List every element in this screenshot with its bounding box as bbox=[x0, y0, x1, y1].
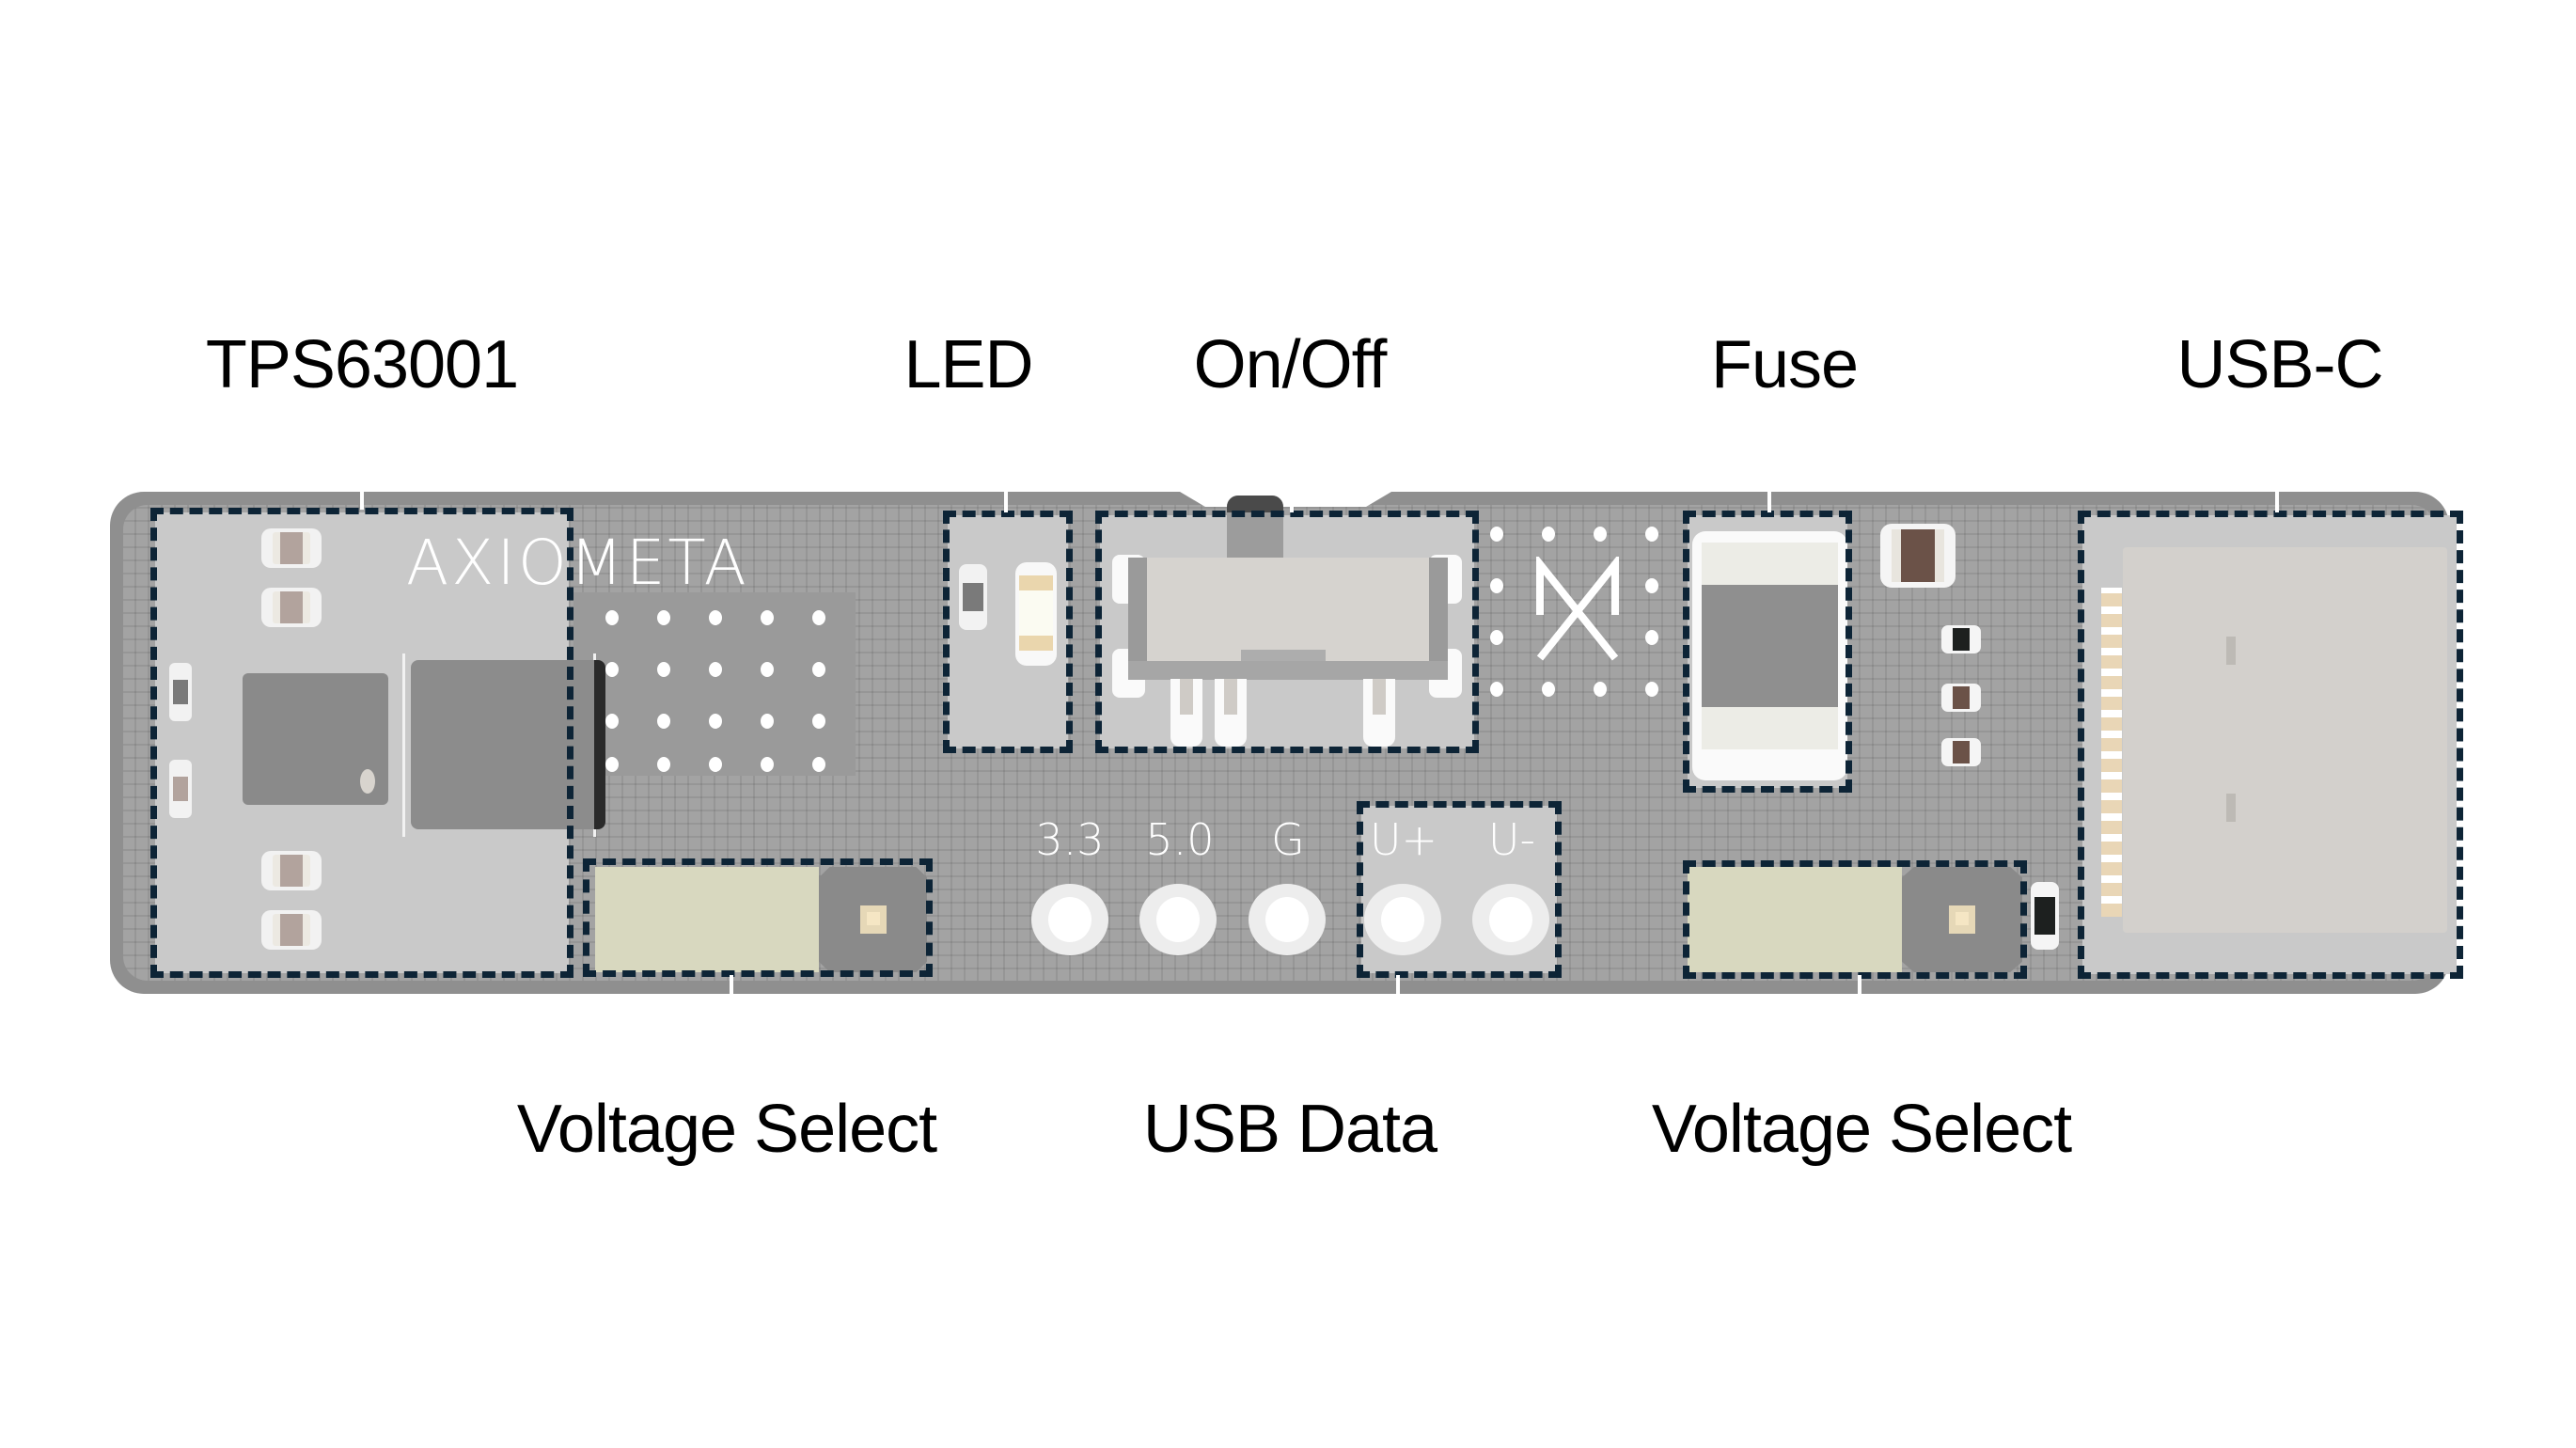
switch-leg-3 bbox=[1363, 679, 1395, 747]
label-on-off: On/Off bbox=[1193, 327, 1388, 402]
via bbox=[761, 757, 774, 772]
via bbox=[605, 610, 619, 625]
leader-on-off bbox=[1290, 489, 1294, 512]
slide-switch-body[interactable] bbox=[1128, 558, 1448, 680]
axiometa-logo: AXIOMETA bbox=[406, 527, 749, 599]
via bbox=[657, 757, 670, 772]
label-fuse: Fuse bbox=[1710, 327, 1859, 402]
switch-leg-1 bbox=[1170, 679, 1202, 747]
label-tps63001: TPS63001 bbox=[205, 327, 519, 402]
pin-pad-3v3[interactable] bbox=[1031, 884, 1108, 955]
callout-box-tps63001 bbox=[150, 508, 573, 978]
cc-resistor-3 bbox=[1941, 738, 1981, 766]
voltage-select-jumper-right[interactable] bbox=[1688, 867, 1902, 972]
callout-box-usb-c bbox=[2078, 511, 2463, 979]
pin-label-3v3: 3.3 bbox=[1035, 814, 1105, 865]
leader-voltage-select-right bbox=[1858, 975, 1861, 996]
via bbox=[761, 714, 774, 729]
via bbox=[1490, 630, 1503, 645]
callout-box-on-off bbox=[1095, 511, 1479, 753]
via bbox=[1645, 682, 1658, 697]
pin1-marker-icon bbox=[360, 769, 375, 794]
label-usb-data: USB Data bbox=[1142, 1092, 1437, 1167]
label-voltage-select-right: Voltage Select bbox=[1651, 1092, 2072, 1167]
via bbox=[812, 757, 825, 772]
callout-box-voltage-select-right bbox=[1683, 860, 2027, 979]
resistor-r2 bbox=[169, 760, 192, 818]
voltage-select-pad-right-icon bbox=[1949, 905, 1975, 934]
via bbox=[1490, 578, 1503, 593]
via bbox=[1594, 682, 1607, 697]
cc-resistor-2 bbox=[1941, 684, 1981, 712]
label-usb-c: USB-C bbox=[2176, 327, 2383, 402]
resistor-r1 bbox=[169, 663, 192, 721]
via bbox=[605, 757, 619, 772]
voltage-select-jumper-left[interactable] bbox=[595, 867, 819, 972]
callout-box-voltage-select-left bbox=[583, 858, 933, 977]
cc-resistor-1 bbox=[1941, 625, 1981, 653]
diode bbox=[2031, 882, 2059, 950]
led-resistor bbox=[959, 564, 987, 630]
via bbox=[709, 757, 722, 772]
via bbox=[605, 714, 619, 729]
voltage-select-pad-left-icon bbox=[860, 905, 887, 934]
capacitor-c4 bbox=[261, 910, 322, 950]
via bbox=[709, 714, 722, 729]
pin-pad-usb-plus[interactable] bbox=[1364, 884, 1441, 955]
via bbox=[1594, 527, 1607, 542]
via bbox=[812, 714, 825, 729]
via bbox=[761, 662, 774, 677]
leader-voltage-select-left bbox=[730, 975, 733, 996]
capacitor-c3 bbox=[261, 851, 322, 890]
pin-label-usb-minus: U- bbox=[1487, 814, 1536, 865]
pin-label-5v0: 5.0 bbox=[1145, 814, 1215, 865]
callout-box-usb-data bbox=[1357, 801, 1562, 978]
usb-c-pins bbox=[2101, 588, 2122, 917]
leader-led bbox=[1004, 489, 1008, 512]
via bbox=[1645, 630, 1658, 645]
via bbox=[812, 610, 825, 625]
label-led: LED bbox=[903, 327, 1033, 402]
axiometa-mark-icon bbox=[1532, 553, 1623, 662]
via bbox=[1542, 527, 1555, 542]
tps63001-ic bbox=[243, 673, 388, 805]
pin-pad-usb-minus[interactable] bbox=[1472, 884, 1549, 955]
capacitor-c1 bbox=[261, 528, 322, 568]
via bbox=[1542, 682, 1555, 697]
via bbox=[605, 662, 619, 677]
via bbox=[1490, 527, 1503, 542]
fuse-component bbox=[1692, 531, 1847, 780]
pin-pad-5v0[interactable] bbox=[1139, 884, 1217, 955]
via bbox=[657, 662, 670, 677]
status-led-icon bbox=[1015, 562, 1057, 666]
via bbox=[1645, 527, 1658, 542]
via bbox=[657, 714, 670, 729]
capacitor-c2 bbox=[261, 588, 322, 627]
via bbox=[709, 662, 722, 677]
leader-usb-c bbox=[2275, 489, 2279, 512]
usb-c-connector[interactable] bbox=[2123, 547, 2447, 933]
callout-box-led bbox=[943, 511, 1073, 753]
via bbox=[1645, 578, 1658, 593]
pin-label-gnd: G bbox=[1271, 814, 1305, 865]
switch-actuator[interactable] bbox=[1227, 496, 1283, 566]
leader-fuse bbox=[1767, 489, 1771, 512]
pin-pad-gnd[interactable] bbox=[1249, 884, 1326, 955]
label-voltage-select-left: Voltage Select bbox=[516, 1092, 937, 1167]
switch-leg-2 bbox=[1215, 679, 1247, 747]
leader-tps63001 bbox=[360, 489, 364, 510]
via bbox=[1490, 682, 1503, 697]
via bbox=[657, 610, 670, 625]
leader-usb-data bbox=[1396, 975, 1400, 996]
callout-box-fuse bbox=[1683, 511, 1852, 793]
via bbox=[812, 662, 825, 677]
pin-label-usb-plus: U+ bbox=[1369, 814, 1438, 865]
via bbox=[709, 610, 722, 625]
via bbox=[761, 610, 774, 625]
bulk-capacitor bbox=[1880, 524, 1956, 588]
board-edge-notch bbox=[1180, 492, 1391, 507]
